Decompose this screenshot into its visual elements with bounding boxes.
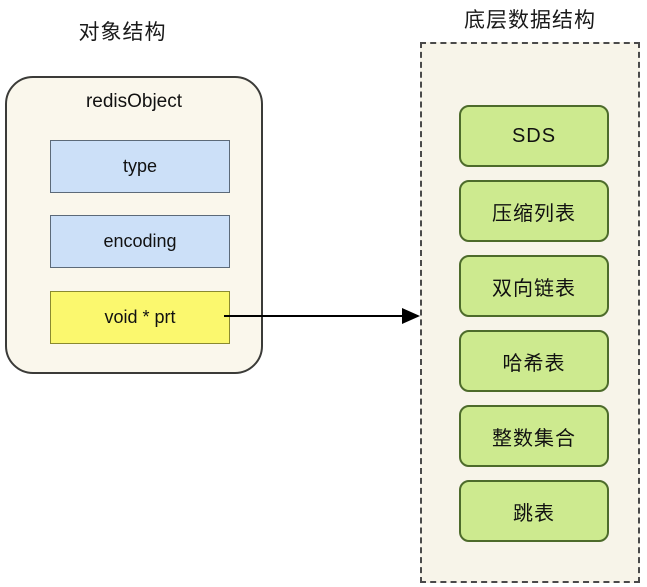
ds-box-sds: SDS bbox=[459, 105, 609, 167]
ds-box-skiplist: 跳表 bbox=[459, 480, 609, 542]
ds-box-ziplist: 压缩列表 bbox=[459, 180, 609, 242]
ds-box-intset: 整数集合 bbox=[459, 405, 609, 467]
redis-object-card-label: redisObject bbox=[85, 91, 183, 112]
ds-box-doubly-linked-list: 双向链表 bbox=[459, 255, 609, 317]
ds-box-hash-table: 哈希表 bbox=[459, 330, 609, 392]
field-type: type bbox=[50, 140, 230, 193]
page-title-object-structure: 对象结构 bbox=[78, 21, 167, 44]
redis-object-card: redisObject type encoding void * prt bbox=[5, 76, 263, 374]
page-title-underlying-data-structure: 底层数据结构 bbox=[464, 9, 596, 32]
underlying-structures-panel: SDS 压缩列表 双向链表 哈希表 整数集合 跳表 bbox=[420, 42, 640, 583]
field-void-pointer: void * prt bbox=[50, 291, 230, 344]
field-encoding: encoding bbox=[50, 215, 230, 268]
